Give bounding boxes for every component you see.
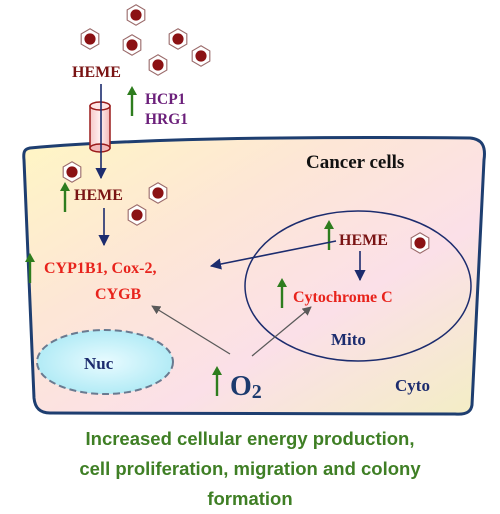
nucleus [36, 329, 174, 395]
heme-extracellular-label: HEME [72, 64, 121, 81]
nuc-label: Nuc [84, 354, 114, 373]
hcp1-label: HCP1 [145, 91, 185, 108]
heme-molecule-icon [410, 232, 430, 254]
o2-to-cytochrome-arrow [251, 306, 312, 357]
heme-mito-label: HEME [339, 232, 388, 249]
cytochrome-c-label: Cytochrome C [293, 289, 393, 306]
up-arrow-icon [127, 86, 137, 116]
heme-cytoplasm-label: HEME [74, 187, 123, 204]
heme-molecule-icon [168, 28, 188, 50]
cancer-cells-label: Cancer cells [306, 152, 404, 173]
o2-label: O2 [230, 371, 262, 403]
heme-molecule-icon [191, 45, 211, 67]
mitochondrion [244, 210, 472, 362]
targets-label-line1: CYP1B1, Cox-2, [44, 260, 156, 277]
heme-molecule-icon [148, 54, 168, 76]
mito-label: Mito [331, 330, 366, 349]
hrg1-label: HRG1 [145, 111, 188, 128]
o2-to-targets-arrow [151, 305, 231, 355]
transporter-channel-icon [89, 101, 111, 153]
heme-molecule-icon [148, 182, 168, 204]
diagram-caption: Increased cellular energy production, ce… [0, 424, 500, 514]
mito-heme-to-targets-arrow [209, 240, 337, 270]
o2-subscript: 2 [252, 381, 262, 403]
heme-molecule-icon [62, 161, 82, 183]
o2-letter: O [230, 371, 252, 402]
heme-molecule-icon [122, 34, 142, 56]
heme-molecule-icon [126, 4, 146, 26]
caption-line-1: Increased cellular energy production, [85, 428, 415, 449]
caption-line-2: cell proliferation, migration and colony [79, 458, 421, 479]
heme-molecule-icon [127, 204, 147, 226]
targets-label-line2: CYGB [95, 286, 142, 303]
cyto-label: Cyto [395, 376, 430, 395]
heme-molecule-icon [80, 28, 100, 50]
caption-line-3: formation [207, 488, 293, 509]
